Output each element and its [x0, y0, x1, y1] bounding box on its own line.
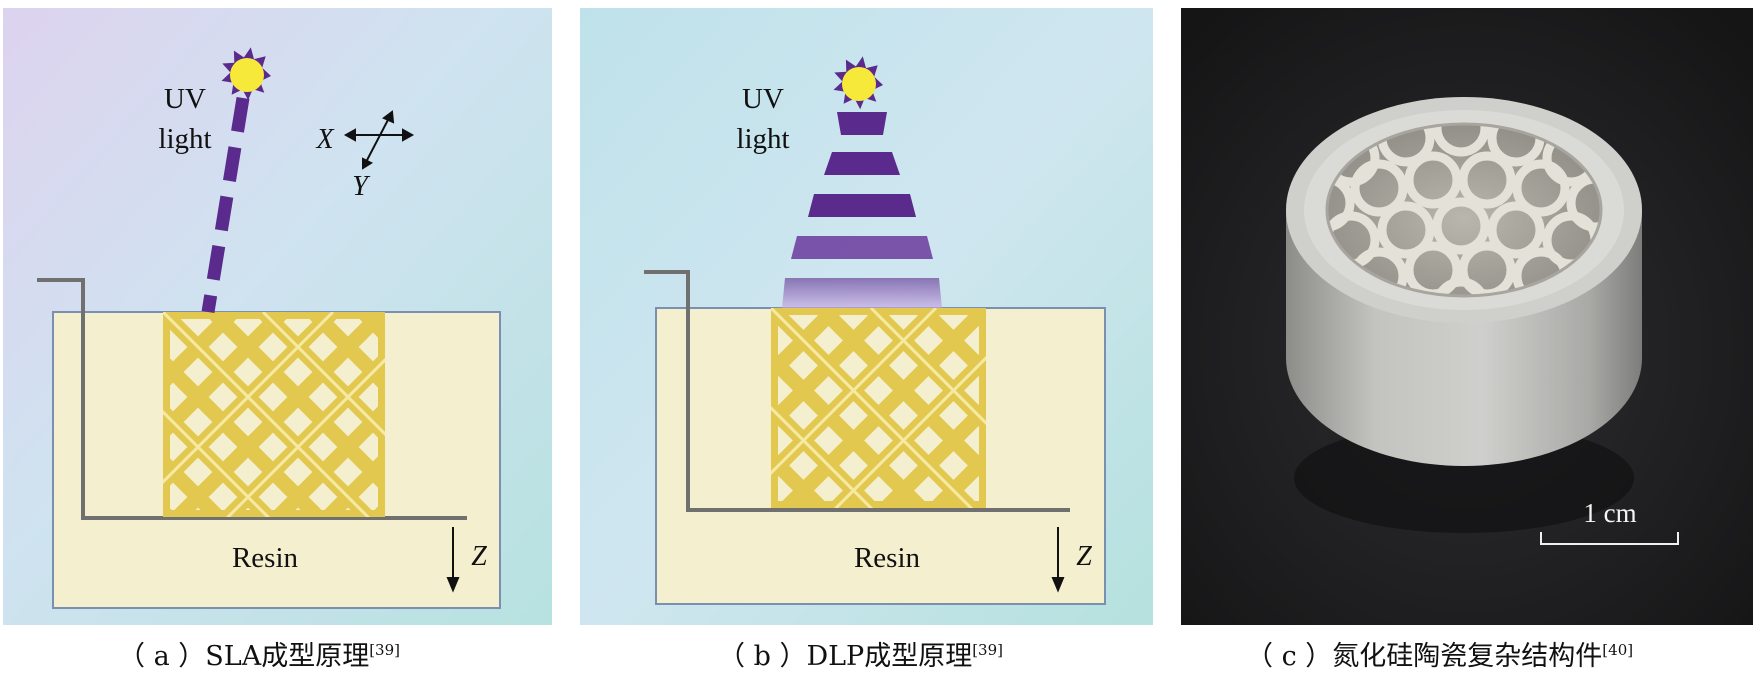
- caption-c-ref: [40]: [1602, 641, 1634, 659]
- caption-a-ref: [39]: [369, 641, 400, 659]
- sla-diagram: UV light X Y Z Resin: [3, 8, 552, 625]
- uv-light-source-icon: [833, 56, 883, 110]
- caption-a-text: SLA成型原理: [205, 641, 370, 672]
- z-axis-arrow-icon: [446, 527, 460, 593]
- axis-x-label: X: [315, 124, 334, 155]
- caption-b: （ b ）DLP成型原理[39]: [718, 634, 1003, 673]
- caption-b-prefix: （ b ）: [718, 641, 807, 672]
- caption-a: （ a ）SLA成型原理[39]: [118, 634, 400, 673]
- scale-bar: [1540, 532, 1679, 545]
- caption-b-ref: [39]: [972, 641, 1003, 659]
- ceramic-part-photo: 1 cm: [1181, 8, 1753, 625]
- uv-label-line1: UV: [742, 83, 784, 115]
- caption-c: （ c ）氮化硅陶瓷复杂结构件[40]: [1246, 634, 1633, 673]
- lattice-part: [163, 312, 385, 517]
- uv-light-source-icon: [221, 47, 271, 101]
- build-platform: [644, 270, 1070, 512]
- resin-label: Resin: [232, 542, 299, 574]
- z-axis-arrow-icon: [1051, 527, 1065, 593]
- axis-z-label: Z: [1076, 541, 1092, 572]
- scale-label: 1 cm: [1583, 498, 1636, 528]
- lattice-part: [771, 308, 986, 508]
- resin-label: Resin: [854, 542, 921, 574]
- build-platform: [37, 278, 467, 520]
- caption-b-text: DLP成型原理: [806, 641, 973, 672]
- uv-label-line2: light: [736, 123, 789, 155]
- caption-c-prefix: （ c ）: [1246, 641, 1333, 672]
- xy-axes-icon: [343, 110, 415, 170]
- uv-label-line2: light: [158, 123, 211, 155]
- silicon-nitride-part: [1286, 97, 1642, 466]
- uv-label-line1: UV: [164, 83, 206, 115]
- sla-diagram-panel: UV light X Y Z Resin: [3, 8, 552, 625]
- dlp-diagram-panel: UV light Z Resin: [580, 8, 1153, 625]
- uv-projection-beam: [782, 112, 942, 308]
- axis-y-label: Y: [352, 171, 371, 202]
- ceramic-part-photo-panel: 1 cm: [1181, 8, 1753, 625]
- axis-z-label: Z: [471, 541, 487, 572]
- dlp-diagram: UV light Z Resin: [580, 8, 1153, 625]
- caption-a-prefix: （ a ）: [118, 641, 206, 672]
- caption-c-text: 氮化硅陶瓷复杂结构件: [1332, 641, 1603, 672]
- uv-laser-beam: [201, 96, 250, 314]
